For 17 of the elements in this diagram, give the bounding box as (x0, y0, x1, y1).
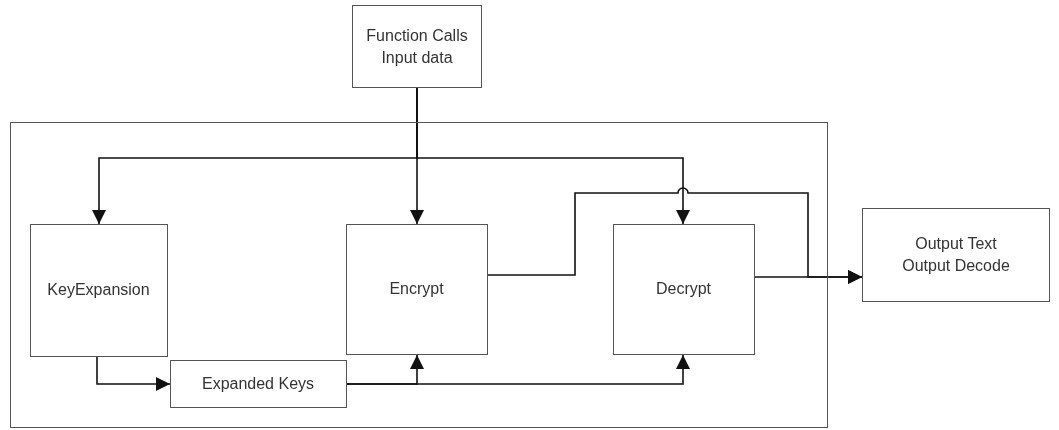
arrow (346, 354, 690, 385)
box-label: Encrypt (388, 279, 445, 300)
arrow (754, 270, 863, 284)
arrow (416, 87, 690, 225)
container-box (10, 122, 828, 428)
box-label: Function Calls Input data (365, 25, 469, 68)
box-label: KeyExpansion (46, 280, 151, 301)
process-box (345, 223, 488, 355)
process-box (29, 223, 168, 357)
process-box (169, 359, 347, 408)
process-box (612, 223, 755, 355)
process-box (352, 5, 482, 88)
box-label: Output Text Output Decode (901, 234, 1011, 276)
process-box (862, 208, 1050, 302)
box-label: Expanded Keys (200, 373, 316, 394)
box-label: Decrypt (654, 279, 713, 300)
arrow (96, 356, 171, 391)
